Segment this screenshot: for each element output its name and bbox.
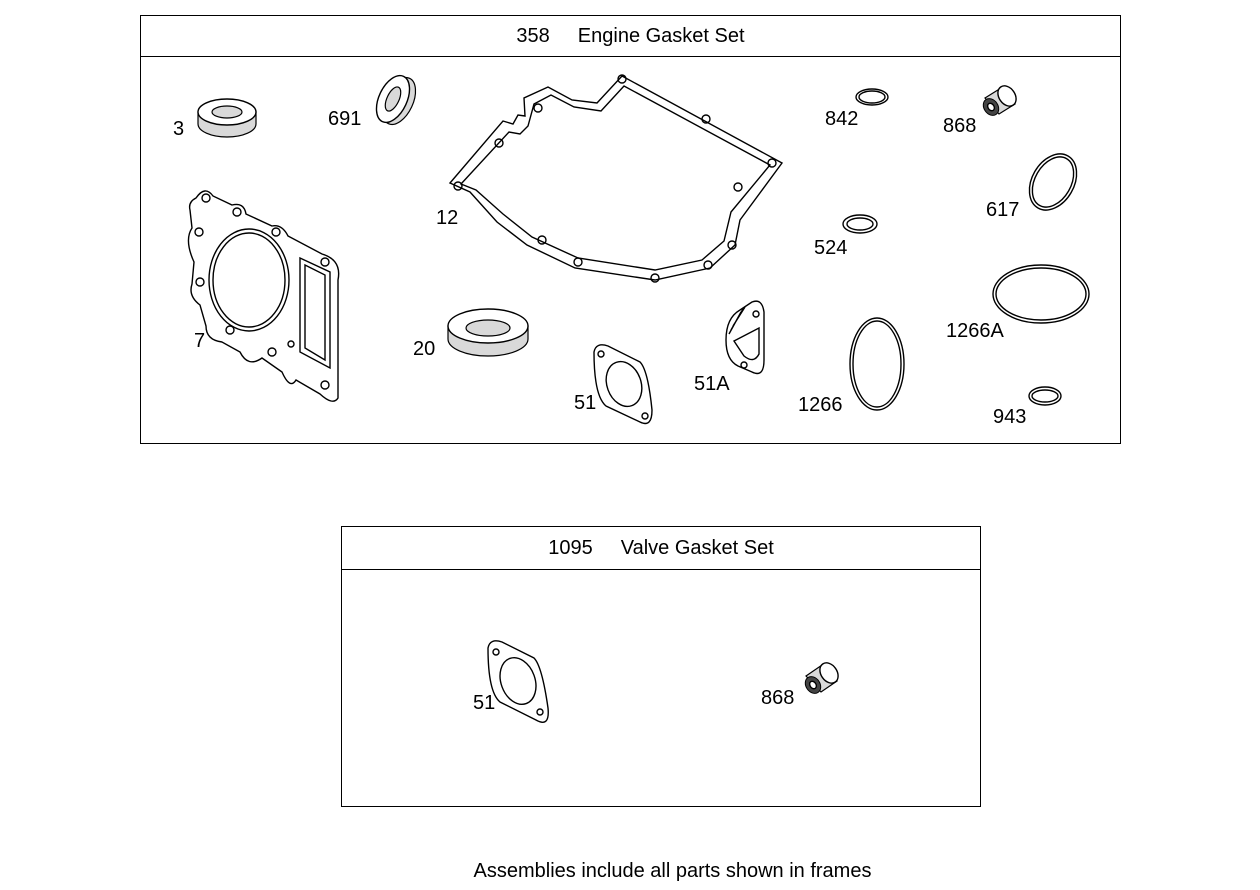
valve-gasket-set-number: 1095 — [548, 536, 593, 559]
part-1266-o-ring[interactable] — [849, 317, 905, 411]
part-842-o-ring[interactable] — [855, 88, 889, 106]
valve-part-51-intake-gasket[interactable] — [487, 640, 549, 723]
part-51A-breather-gasket[interactable] — [725, 300, 765, 375]
valve-gasket-set-title: Valve Gasket Set — [620, 536, 774, 559]
label-part-51A: 51A — [694, 373, 730, 395]
label-part-20: 20 — [413, 338, 435, 360]
label-part-691: 691 — [328, 108, 361, 130]
part-1266A-o-ring[interactable] — [992, 264, 1090, 324]
part-7-cylinder-head-gasket[interactable] — [187, 190, 340, 402]
label-part-51: 51 — [574, 392, 596, 414]
label-part-617: 617 — [986, 199, 1019, 221]
part-691-seal[interactable] — [370, 70, 423, 129]
label-part-3: 3 — [173, 118, 184, 140]
label-part-868: 868 — [943, 115, 976, 137]
part-51-intake-gasket[interactable] — [593, 344, 653, 425]
part-20-oil-seal[interactable] — [447, 308, 529, 357]
label-part-524: 524 — [814, 237, 847, 259]
label-part-1266: 1266 — [798, 394, 843, 416]
valve-gasket-set-header: 1095 Valve Gasket Set — [342, 527, 980, 570]
part-524-o-ring[interactable] — [842, 214, 878, 234]
valve-gasket-set-frame: 1095 Valve Gasket Set — [341, 526, 981, 807]
engine-gasket-set-title: Engine Gasket Set — [577, 24, 745, 47]
label-part-943: 943 — [993, 406, 1026, 428]
label-part-1266A: 1266A — [946, 320, 1004, 342]
part-12-crankcase-gasket[interactable] — [448, 74, 784, 283]
label-part-7: 7 — [194, 330, 205, 352]
assemblies-note: Assemblies include all parts shown in fr… — [473, 860, 872, 882]
valve-part-868-valve-seal[interactable] — [802, 659, 842, 696]
part-3-oil-seal[interactable] — [197, 98, 257, 138]
label-valve-part-868: 868 — [761, 687, 794, 709]
label-valve-part-51: 51 — [473, 692, 495, 714]
label-part-12: 12 — [436, 207, 458, 229]
engine-gasket-set-number: 358 — [516, 24, 550, 47]
part-868-valve-seal[interactable] — [980, 82, 1020, 118]
engine-gasket-set-header: 358 Engine Gasket Set — [141, 16, 1120, 57]
part-617-o-ring[interactable] — [1020, 146, 1086, 219]
part-943-o-ring[interactable] — [1028, 386, 1062, 406]
engine-gasket-set-frame: 358 Engine Gasket Set — [140, 15, 1121, 444]
label-part-842: 842 — [825, 108, 858, 130]
